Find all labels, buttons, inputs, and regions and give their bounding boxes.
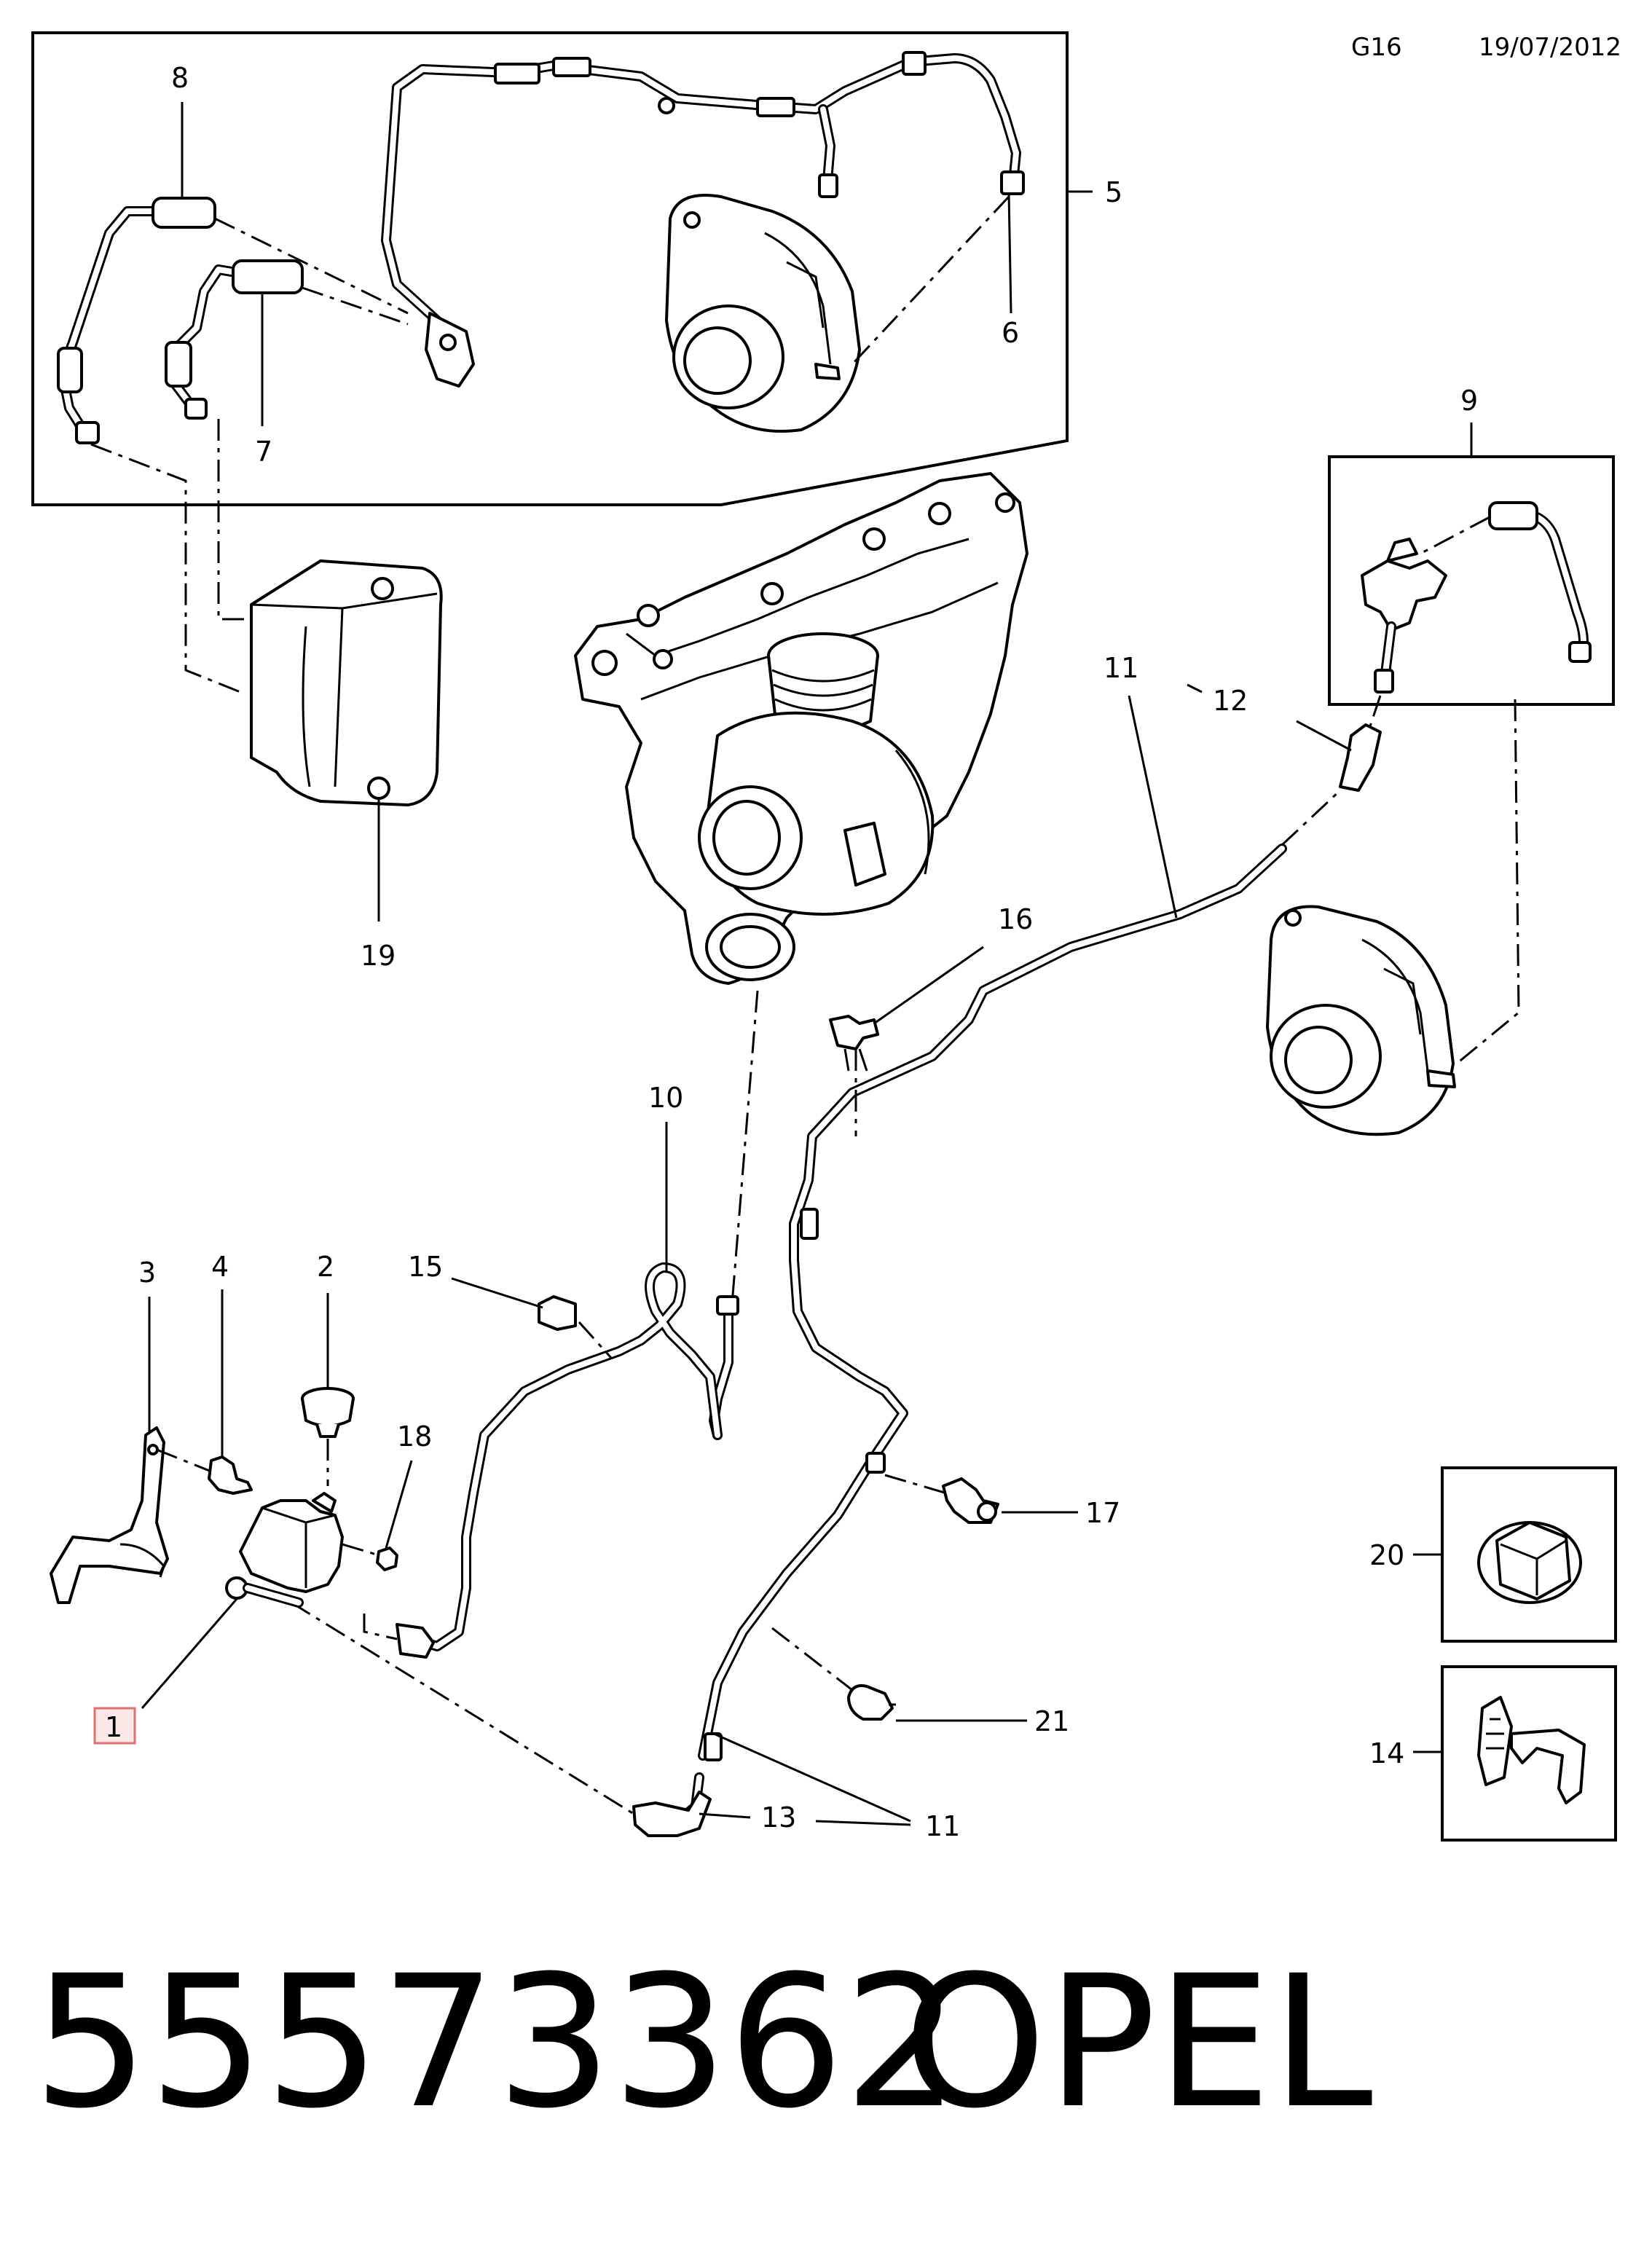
leader-13 [699, 1812, 751, 1819]
dash-7-to-pipe [302, 286, 409, 326]
vacuum-pump-lower [1266, 905, 1456, 1136]
leader-11-12 [1187, 683, 1203, 693]
group-frame-9 [1328, 423, 1615, 706]
spacer-4 [208, 1455, 253, 1495]
leader-12 [1296, 720, 1352, 752]
dash-21-to-hose [771, 1627, 853, 1691]
leader-16 [873, 946, 984, 1025]
dash-8-to-pipe [214, 217, 409, 315]
diagram-date: 19/07/2012 [1479, 33, 1621, 62]
clip-17 [942, 1477, 999, 1524]
callout-1: 1 [105, 1711, 122, 1743]
dash-valve-to-10 [363, 1614, 398, 1640]
callout-19: 19 [361, 940, 396, 972]
inset-box-20 [1413, 1466, 1617, 1643]
dash-9-to-pump [1456, 699, 1520, 1065]
dash-turbo-to-hose10 [731, 990, 759, 1305]
bracket-3 [50, 1426, 169, 1604]
callout-1-highlight: 1 [93, 1707, 136, 1745]
dash-9-to-12 [1368, 695, 1382, 729]
nut-18 [376, 1547, 398, 1571]
callout-15: 15 [408, 1251, 443, 1283]
callout-13: 13 [761, 1801, 796, 1834]
leader-11b [713, 1732, 911, 1826]
callout-17: 17 [1085, 1497, 1120, 1529]
callout-3: 3 [138, 1257, 156, 1289]
inset-box-14 [1413, 1665, 1617, 1842]
solenoid-valve-1 [225, 1492, 344, 1608]
callout-2: 2 [317, 1251, 334, 1283]
hose-assembly-9 [1361, 501, 1592, 693]
vacuum-reservoir-19 [250, 559, 443, 806]
hose-8 [57, 197, 216, 444]
dash-18-to-valve [342, 1543, 379, 1557]
dash-11-to-12 [1281, 789, 1342, 846]
vacuum-pump-upper [665, 194, 861, 433]
dash-8-to-reservoir [90, 443, 241, 693]
damper-2 [301, 1387, 355, 1438]
leader-1 [141, 1598, 238, 1709]
dash-15-to-hose [578, 1321, 613, 1360]
leader-6 [1007, 192, 1012, 314]
dash-3-to-4 [156, 1448, 212, 1473]
callout-8: 8 [171, 62, 189, 94]
callout-4: 4 [211, 1251, 229, 1283]
callout-11-upper: 11 [1104, 652, 1138, 684]
callout-6: 6 [1002, 317, 1019, 349]
elbow-hose-13 [632, 1772, 712, 1837]
callout-5: 5 [1105, 176, 1122, 208]
connector-21 [847, 1684, 896, 1721]
clip-15 [538, 1295, 577, 1331]
callout-10: 10 [648, 1082, 683, 1114]
diagram-code: G16 [1351, 33, 1402, 62]
group-frame-5 [31, 31, 1093, 506]
clip-16 [829, 1015, 879, 1072]
leader-18 [385, 1460, 413, 1549]
callout-20: 20 [1369, 1539, 1404, 1571]
leader-15 [451, 1277, 543, 1309]
dash-17-to-hose [884, 1474, 948, 1495]
hose-7 [165, 259, 304, 420]
dash-valve-to-13 [291, 1601, 634, 1815]
hose-10 [396, 1262, 739, 1659]
dash-9-inner [1420, 516, 1490, 555]
hose-11-long [698, 844, 1287, 1761]
callout-21: 21 [1034, 1705, 1069, 1737]
part-number: 55573362 [33, 1936, 959, 2148]
callout-7: 7 [255, 436, 272, 468]
elbow-fitting-12 [1339, 723, 1382, 792]
vacuum-pipe-upper [381, 51, 1025, 388]
callout-14: 14 [1369, 1737, 1404, 1769]
callout-11-lower: 11 [925, 1810, 960, 1842]
callout-18: 18 [397, 1420, 432, 1453]
brand-name: OPEL [903, 1936, 1373, 2148]
dash-6-to-pump [851, 195, 1010, 366]
leader-11a [1128, 695, 1178, 919]
callout-12: 12 [1213, 685, 1248, 717]
turbocharger-manifold [574, 472, 1028, 985]
callout-16: 16 [998, 903, 1033, 935]
dash-7-to-reservoir [217, 419, 251, 621]
callout-9: 9 [1460, 385, 1478, 417]
